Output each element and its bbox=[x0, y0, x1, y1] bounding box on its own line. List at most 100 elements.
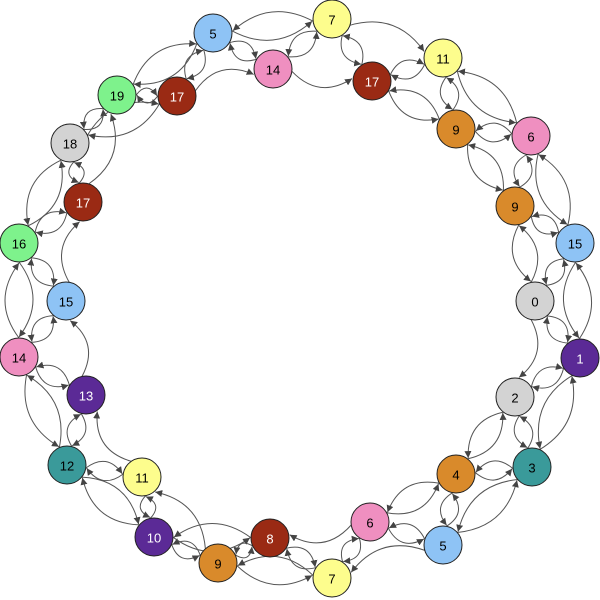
node-n18[interactable]: 18 bbox=[50, 123, 90, 163]
node-label: 18 bbox=[63, 137, 77, 152]
edge-n14b-to-n5b bbox=[227, 43, 257, 62]
node-n6b[interactable]: 6 bbox=[511, 116, 551, 156]
edge-n9c-to-n0 bbox=[511, 224, 532, 282]
node-n6a[interactable]: 6 bbox=[350, 502, 390, 542]
node-n7b[interactable]: 7 bbox=[312, 0, 352, 39]
node-n9a[interactable]: 9 bbox=[198, 543, 238, 583]
edge-n15b-to-n1 bbox=[562, 261, 580, 339]
node-label: 7 bbox=[328, 572, 335, 587]
node-circle bbox=[122, 457, 162, 497]
node-n17c[interactable]: 17 bbox=[352, 61, 392, 101]
edge-n3-to-n1 bbox=[539, 376, 577, 451]
edge-n8-to-n10 bbox=[173, 523, 252, 539]
edge-n19-to-n17b bbox=[135, 87, 158, 96]
node-n17b[interactable]: 17 bbox=[157, 76, 197, 116]
edge-n1-to-n15b bbox=[575, 262, 593, 340]
edge-n5a-to-n4 bbox=[446, 493, 460, 527]
node-n3[interactable]: 3 bbox=[512, 447, 552, 487]
node-n14a[interactable]: 14 bbox=[0, 337, 39, 377]
node-circle bbox=[436, 109, 476, 149]
edge-n9a-to-n7a bbox=[236, 565, 313, 586]
edge-n4-to-n2 bbox=[467, 412, 507, 460]
node-circle bbox=[193, 13, 233, 53]
node-n4[interactable]: 4 bbox=[436, 454, 476, 494]
node-n12[interactable]: 12 bbox=[47, 445, 87, 485]
edge-n10-to-n12 bbox=[80, 477, 140, 526]
edge-n7a-to-n6a bbox=[340, 535, 359, 563]
edge-n0-to-n2 bbox=[518, 319, 539, 378]
node-circle bbox=[436, 454, 476, 494]
node-label: 14 bbox=[266, 63, 280, 78]
node-circle bbox=[198, 543, 238, 583]
node-n17a[interactable]: 17 bbox=[63, 182, 103, 222]
edge-n16-to-n14a bbox=[18, 261, 34, 338]
node-n1[interactable]: 1 bbox=[560, 338, 600, 378]
edge-n18-to-n19 bbox=[83, 109, 108, 130]
edge-n10-to-n11a bbox=[145, 496, 157, 519]
node-n5a[interactable]: 5 bbox=[423, 525, 463, 565]
node-n7a[interactable]: 7 bbox=[312, 558, 352, 598]
node-n2[interactable]: 2 bbox=[495, 377, 535, 417]
edge-n8-to-n7a bbox=[285, 546, 318, 568]
node-n9c[interactable]: 9 bbox=[495, 186, 535, 226]
node-n15b[interactable]: 15 bbox=[555, 223, 595, 263]
node-n11a[interactable]: 11 bbox=[122, 457, 162, 497]
node-circle bbox=[134, 517, 174, 557]
node-n19[interactable]: 19 bbox=[97, 75, 137, 115]
edge-n17b-to-n14b bbox=[194, 68, 254, 92]
edge-n2-to-n1 bbox=[530, 363, 564, 388]
edge-n5b-to-n7b bbox=[231, 20, 313, 41]
edge-n16-to-n15a bbox=[30, 257, 58, 286]
node-n0[interactable]: 0 bbox=[515, 281, 555, 321]
edge-n7b-to-n14b bbox=[285, 30, 318, 57]
edge-n6b-to-n15b bbox=[535, 153, 568, 225]
node-label: 0 bbox=[531, 295, 538, 310]
edge-n0-to-n1 bbox=[546, 315, 573, 343]
edge-n9b-to-n17c bbox=[389, 86, 440, 120]
edge-n13-to-n15a bbox=[69, 320, 90, 377]
node-circle bbox=[157, 76, 197, 116]
edge-n3-to-n2 bbox=[519, 415, 534, 449]
node-circle bbox=[97, 75, 137, 115]
node-n13[interactable]: 13 bbox=[66, 375, 106, 415]
node-n16[interactable]: 16 bbox=[0, 223, 39, 263]
node-label: 9 bbox=[452, 123, 459, 138]
node-circle bbox=[253, 49, 293, 89]
node-n14b[interactable]: 14 bbox=[253, 49, 293, 89]
edge-n3-to-n5a bbox=[456, 479, 518, 532]
edge-n2-to-n3 bbox=[513, 415, 528, 449]
edge-n5b-to-n19 bbox=[133, 43, 198, 89]
node-label: 17 bbox=[365, 75, 379, 90]
edge-n6b-to-n9b bbox=[475, 122, 513, 135]
edge-n5a-to-n3 bbox=[457, 480, 519, 533]
edge-n9b-to-n9c bbox=[467, 144, 503, 192]
node-circle bbox=[66, 375, 106, 415]
edge-n9a-to-n10 bbox=[172, 538, 201, 556]
edge-n11a-to-n13 bbox=[93, 411, 132, 462]
edge-n6a-to-n8 bbox=[289, 524, 352, 544]
node-n11b[interactable]: 11 bbox=[423, 38, 463, 78]
node-n8[interactable]: 8 bbox=[250, 518, 290, 558]
node-circle bbox=[512, 447, 552, 487]
node-circle bbox=[423, 38, 463, 78]
node-n15a[interactable]: 15 bbox=[46, 281, 86, 321]
node-label: 15 bbox=[59, 295, 73, 310]
node-circle bbox=[312, 558, 352, 598]
node-label: 4 bbox=[452, 468, 459, 483]
node-label: 3 bbox=[528, 461, 535, 476]
edge-n19-to-n5b bbox=[132, 39, 197, 85]
node-circle bbox=[495, 186, 535, 226]
node-circle bbox=[312, 0, 352, 39]
node-n9b[interactable]: 9 bbox=[436, 109, 476, 149]
node-circle bbox=[555, 223, 595, 263]
node-circle bbox=[0, 223, 39, 263]
edge-n12-to-n11a bbox=[85, 460, 123, 475]
node-n10[interactable]: 10 bbox=[134, 517, 174, 557]
node-circle bbox=[0, 337, 39, 377]
edge-n9c-to-n6b bbox=[518, 155, 534, 188]
node-n5b[interactable]: 5 bbox=[193, 13, 233, 53]
edge-n6a-to-n5a bbox=[387, 527, 425, 546]
node-circle bbox=[47, 445, 87, 485]
edge-n12-to-n10 bbox=[81, 476, 141, 525]
